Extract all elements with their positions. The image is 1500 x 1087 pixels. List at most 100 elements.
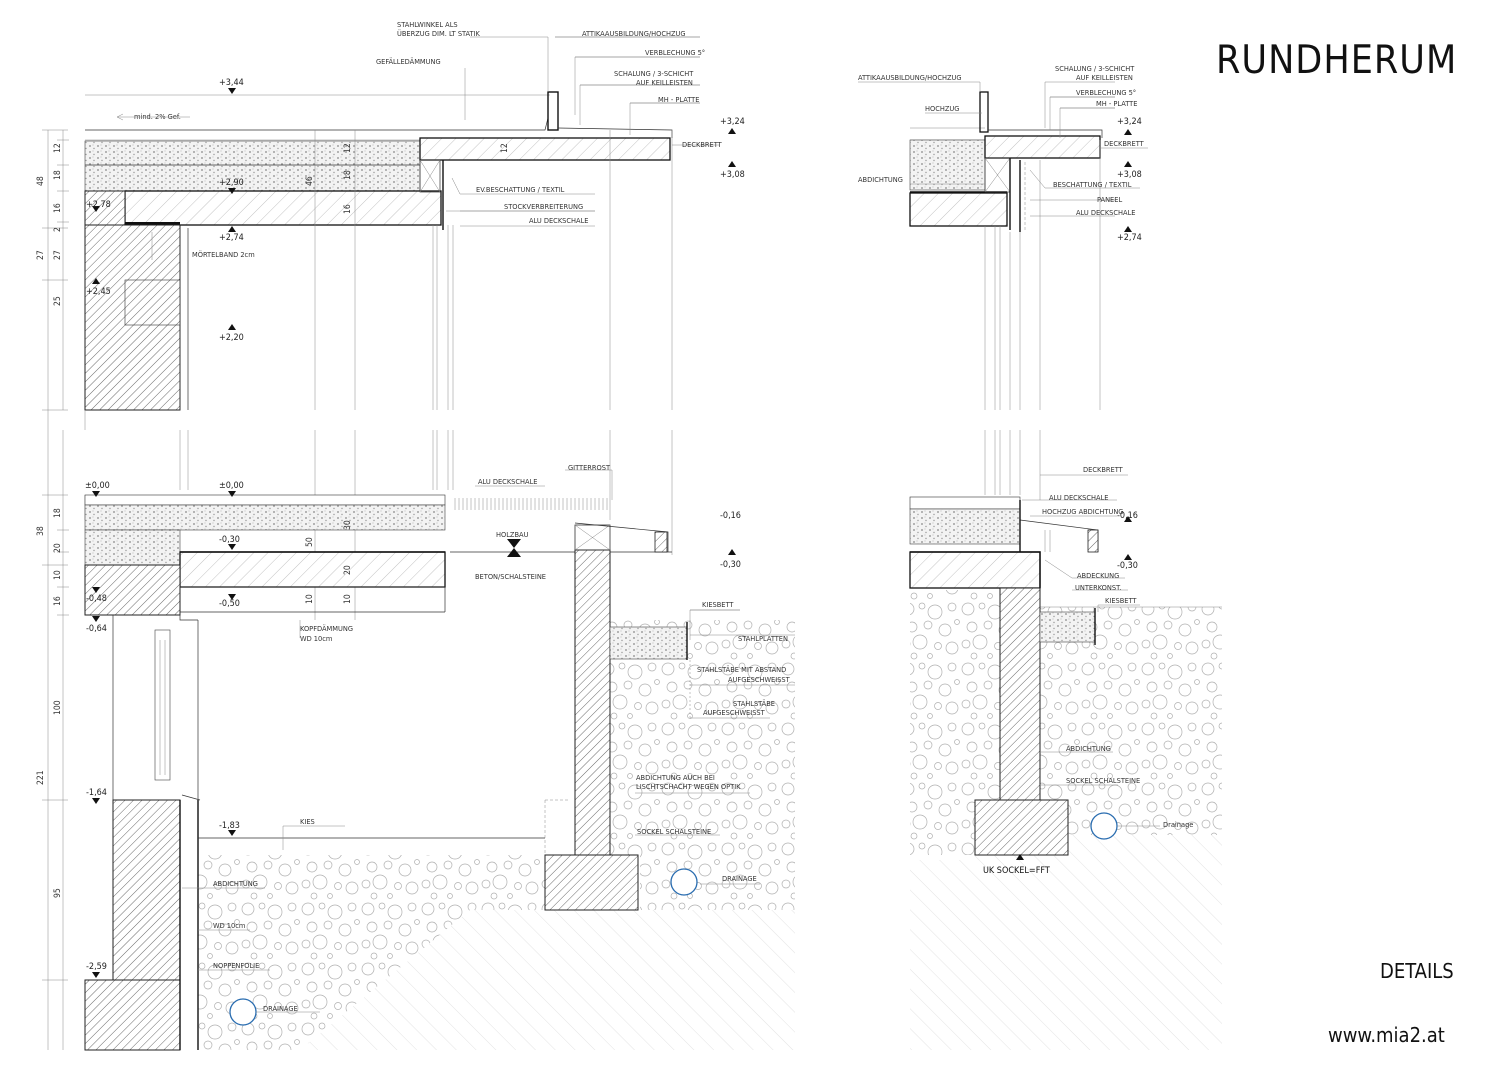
dim-27a: 27 xyxy=(36,250,46,260)
r-label-unterkonst: UNTERKONST. xyxy=(1075,583,1121,592)
sheet-subtitle: DETAILS xyxy=(1380,959,1454,983)
label-kopfdaemmung-1: KOPFDÄMMUNG xyxy=(300,624,353,633)
r-level-274: +2,74 xyxy=(1117,233,1142,243)
level-000-a: ±0,00 xyxy=(85,481,110,491)
r-level-030: -0,30 xyxy=(1117,561,1138,571)
r-level-324: +3,24 xyxy=(1117,117,1142,127)
label-stahlplatten: STAHLPLATTEN xyxy=(738,634,788,643)
r-label-verblechung: VERBLECHUNG 5° xyxy=(1076,88,1136,97)
dim-18b: 18 xyxy=(53,508,63,518)
label-deckbrett: DECKBRETT xyxy=(682,140,723,149)
r-label-drainage: Drainage xyxy=(1163,820,1193,829)
label-alu-deckschale-mid: ALU DECKSCHALE xyxy=(478,477,538,486)
label-noppenfolie: NOPPENFOLIE xyxy=(213,961,259,970)
dim-50: 50 xyxy=(305,537,315,547)
level-064: -0,64 xyxy=(86,624,107,634)
dim-221: 221 xyxy=(36,770,46,785)
dim-25: 25 xyxy=(53,296,63,306)
r-level-016: -0,16 xyxy=(1117,511,1138,521)
r-label-abdeckung: ABDECKUNG xyxy=(1077,571,1119,580)
label-abdichtung-optik-1: ABDICHTUNG AUCH BEI xyxy=(636,773,715,782)
dim-12c: 12 xyxy=(500,143,510,153)
level-290: +2,90 xyxy=(219,178,244,188)
label-stahlwinkel-1: STAHLWINKEL ALS xyxy=(397,20,458,29)
label-holzbau: HOLZBAU xyxy=(496,530,529,539)
label-drainage-bottom: DRAINAGE xyxy=(263,1004,298,1013)
r-label-abdichtung-bottom: ABDICHTUNG xyxy=(1066,744,1111,753)
r-label-hochzug-abdichtung: HOCHZUG ABDICHTUNG xyxy=(1042,507,1123,516)
dim-16a: 16 xyxy=(53,203,63,213)
label-stahlwinkel-2: ÜBERZUG DIM. LT STATIK xyxy=(397,29,481,38)
dim-95: 95 xyxy=(53,888,63,898)
r-label-deckbrett-top: DECKBRETT xyxy=(1104,139,1145,148)
dim-16c: 16 xyxy=(343,204,353,214)
label-stahlstaebe-abstand-1: STAHLSTÄBE MIT ABSTAND xyxy=(697,665,786,674)
dim-20a: 20 xyxy=(53,543,63,553)
website-url: www.mia2.at xyxy=(1328,1023,1445,1047)
level-016: -0,16 xyxy=(720,511,741,521)
r-label-kiesbett: KIESBETT xyxy=(1105,596,1137,605)
r-label-schalung-1: SCHALUNG / 3-SCHICHT xyxy=(1055,64,1135,73)
level-030-b: -0,30 xyxy=(720,560,741,570)
dim-12a: 12 xyxy=(53,143,63,153)
label-attika: ATTIKAAUSBILDUNG/HOCHZUG xyxy=(582,29,686,38)
label-verblechung: VERBLECHUNG 5° xyxy=(645,48,705,57)
level-245: +2,45 xyxy=(86,287,111,297)
label-kopfdaemmung-2: WD 10cm xyxy=(300,634,332,643)
dim-2: 2 xyxy=(53,227,63,232)
label-moertelband: MÖRTELBAND 2cm xyxy=(192,250,255,259)
dim-10a: 10 xyxy=(53,570,63,580)
label-drainage-right: DRAINAGE xyxy=(722,874,757,883)
label-sockel: SOCKEL SCHALSTEINE xyxy=(637,827,711,836)
label-beton: BETON/SCHALSTEINE xyxy=(475,572,546,581)
r-label-uk-sockel: UK SOCKEL=FFT xyxy=(983,866,1050,876)
label-slope: mind. 2% Gef. xyxy=(134,112,181,121)
r-label-hochzug: HOCHZUG xyxy=(925,104,959,113)
level-050: -0,50 xyxy=(219,599,240,609)
level-048: -0,48 xyxy=(86,594,107,604)
right-detail: ATTIKAAUSBILDUNG/HOCHZUG HOCHZUG SCHALUN… xyxy=(858,64,1222,1050)
r-label-alu-deckschale-top: ALU DECKSCHALE xyxy=(1076,208,1136,217)
dim-100: 100 xyxy=(53,700,63,715)
level-183: -1,83 xyxy=(219,821,240,831)
dim-46: 46 xyxy=(305,176,315,186)
dim-27b: 27 xyxy=(53,250,63,260)
label-schalung-2: AUF KEILLEISTEN xyxy=(636,78,693,87)
label-mh-platte: MH - PLATTE xyxy=(658,95,699,104)
dim-30: 30 xyxy=(343,520,353,530)
level-259: -2,59 xyxy=(86,962,107,972)
dim-48: 48 xyxy=(36,176,46,186)
level-164: -1,64 xyxy=(86,788,107,798)
level-000-b: ±0,00 xyxy=(219,481,244,491)
label-kies: KIES xyxy=(300,817,315,826)
label-gitterrost: GITTERROST xyxy=(568,463,611,472)
r-label-paneel: PANEEL xyxy=(1097,195,1122,204)
label-kiesbett: KIESBETT xyxy=(702,600,734,609)
dim-16b: 16 xyxy=(53,596,63,606)
r-label-deckbrett-mid: DECKBRETT xyxy=(1083,465,1124,474)
r-label-alu-deckschale-mid: ALU DECKSCHALE xyxy=(1049,493,1109,502)
label-stahlstaebe-2: AUFGESCHWEISST xyxy=(703,708,766,717)
label-wd: WD 10cm xyxy=(213,921,245,930)
r-label-schalung-2: AUF KEILLEISTEN xyxy=(1076,73,1133,82)
r-label-abdichtung-top: ABDICHTUNG xyxy=(858,175,903,184)
level-278: +2,78 xyxy=(86,200,111,210)
r-label-sockel: SOCKEL SCHALSTEINE xyxy=(1066,776,1140,785)
left-detail: STAHLWINKEL ALS ÜBERZUG DIM. LT STATIK A… xyxy=(36,20,795,1051)
label-gefaelle: GEFÄLLEDÄMMUNG xyxy=(376,57,441,66)
r-level-308: +3,08 xyxy=(1117,170,1142,180)
level-324: +3,24 xyxy=(720,117,745,127)
level-220: +2,20 xyxy=(219,333,244,343)
label-schalung-1: SCHALUNG / 3-SCHICHT xyxy=(614,69,694,78)
r-label-beschattung: BESCHATTUNG / TEXTIL xyxy=(1053,180,1132,189)
label-beschattung: EV.BESCHATTUNG / TEXTIL xyxy=(476,185,565,194)
label-abdichtung: ABDICHTUNG xyxy=(213,879,258,888)
sheet-title: RUNDHERUM xyxy=(1216,38,1457,83)
dim-12b: 12 xyxy=(343,143,353,153)
dim-20b: 20 xyxy=(343,565,353,575)
dim-18a: 18 xyxy=(53,170,63,180)
r-label-attika: ATTIKAAUSBILDUNG/HOCHZUG xyxy=(858,73,962,82)
level-274: +2,74 xyxy=(219,233,244,243)
label-stahlstaebe-1: STAHLSTÄBE xyxy=(733,699,775,708)
